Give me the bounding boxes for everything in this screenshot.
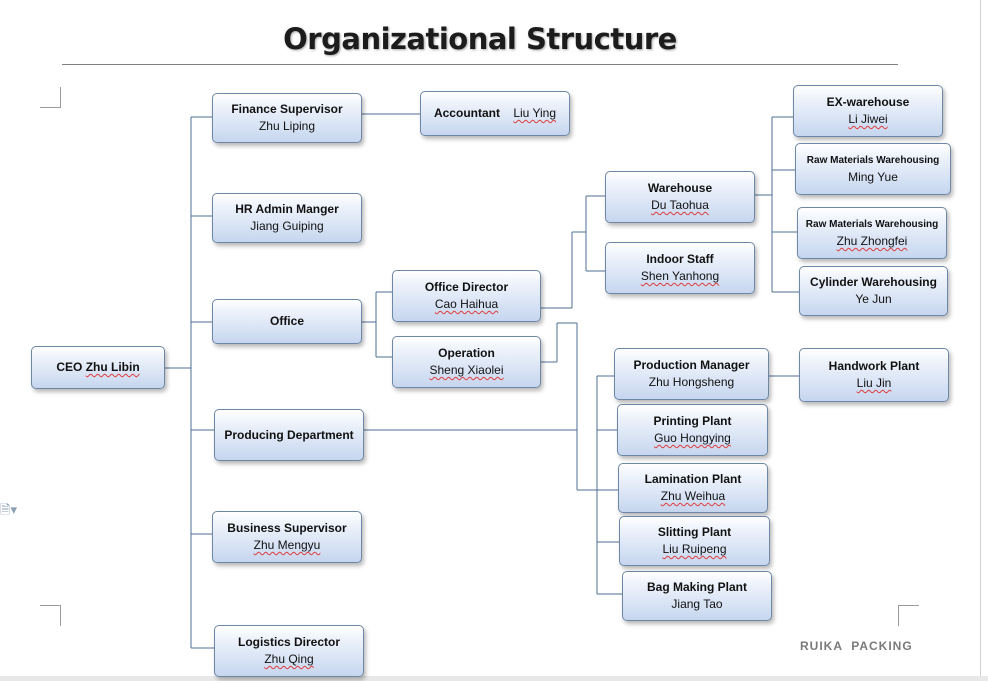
raw-materials-warehousing-1-name: Ming Yue [848,170,898,184]
bag-making-plant-name: Jiang Tao [671,597,723,611]
node-slitting-plant[interactable]: Slitting Plant Liu Ruipeng [619,516,770,566]
cylinder-warehousing-name: Ye Jun [855,292,892,306]
hr-admin-manager-name: Jiang Guiping [250,219,324,233]
indoor-staff-title: Indoor Staff [646,252,714,266]
warehouse-title: Warehouse [647,181,713,195]
business-supervisor-title: Business Supervisor [227,521,347,535]
connector-operation-branch [541,322,577,363]
hr-admin-manager-title: HR Admin Manger [235,202,339,216]
ex-warehouse-name: Li Jiwei [848,112,888,126]
printing-plant-title: Printing Plant [653,414,732,428]
slitting-plant-title: Slitting Plant [657,525,732,539]
printing-plant-name: Guo Hongying [654,431,731,445]
raw-materials-warehousing-2-name: Zhu Zhongfei [836,234,908,248]
ex-warehouse-title: EX-warehouse [826,95,910,109]
producing-department-title: Producing Department [224,427,354,442]
warehouse-name: Du Taohua [651,198,709,212]
operation-name: Sheng Xiaolei [429,363,504,377]
office-director-title: Office Director [424,280,509,294]
logistics-director-title: Logistics Director [237,635,341,649]
node-office[interactable]: Office [212,299,362,344]
office-director-name: Cao Haihua [434,297,499,311]
node-operation[interactable]: Operation Sheng Xiaolei [392,336,541,388]
node-bag-making-plant[interactable]: Bag Making Plant Jiang Tao [622,571,772,621]
node-printing-plant[interactable]: Printing Plant Guo Hongying [617,404,768,456]
margin-corner-top-left [40,87,61,108]
logistics-director-name: Zhu Qing [264,652,314,666]
node-producing-department[interactable]: Producing Department [214,409,364,461]
node-finance-supervisor[interactable]: Finance Supervisor Zhu Liping [212,93,362,143]
node-cylinder-warehousing[interactable]: Cylinder Warehousing Ye Jun [799,266,948,316]
node-warehouse[interactable]: Warehouse Du Taohua [605,171,755,223]
margin-corner-bottom-right [898,605,919,626]
node-logistics-director[interactable]: Logistics Director Zhu Qing [214,625,364,677]
bag-making-plant-title: Bag Making Plant [646,580,747,594]
ceo-label: CEO Zhu Libin [56,360,140,374]
indoor-staff-name: Shen Yanhong [640,269,720,283]
connector-office-branch [362,291,392,358]
node-production-manager[interactable]: Production Manager Zhu Hongsheng [614,348,769,400]
raw-materials-warehousing-2-title: Raw Materials Warehousing [805,219,939,230]
production-manager-title: Production Manager [633,358,750,372]
node-business-supervisor[interactable]: Business Supervisor Zhu Mengyu [212,511,362,563]
title-divider [62,64,898,65]
node-ex-warehouse[interactable]: EX-warehouse Li Jiwei [793,85,943,137]
slitting-plant-name: Liu Ruipeng [662,542,727,556]
node-indoor-staff[interactable]: Indoor Staff Shen Yanhong [605,242,755,294]
node-raw-materials-warehousing-1[interactable]: Raw Materials Warehousing Ming Yue [795,143,951,195]
raw-materials-warehousing-1-title: Raw Materials Warehousing [806,155,940,166]
accountant-label: Accountant Liu Ying [433,106,557,120]
handwork-plant-title: Handwork Plant [828,359,920,373]
page-right-edge [980,0,981,681]
node-accountant[interactable]: Accountant Liu Ying [420,91,570,136]
office-title: Office [269,314,304,328]
production-manager-name: Zhu Hongsheng [648,375,735,389]
node-raw-materials-warehousing-2[interactable]: Raw Materials Warehousing Zhu Zhongfei [797,207,947,259]
connector-warehouse-branch [755,116,799,293]
connector-director-branch [541,195,605,309]
company-watermark: RUIKA PACKING [800,639,913,653]
page-bottom-edge [0,676,988,681]
business-supervisor-name: Zhu Mengyu [253,538,321,552]
paste-options-icon[interactable]: 🗎▾ [0,502,17,517]
margin-corner-bottom-left [40,605,61,626]
lamination-plant-title: Lamination Plant [644,472,742,486]
node-handwork-plant[interactable]: Handwork Plant Liu Jin [799,348,949,402]
node-ceo[interactable]: CEO Zhu Libin [31,346,165,389]
connector-producing-branch [364,323,598,594]
cylinder-warehousing-title: Cylinder Warehousing [810,275,937,289]
finance-supervisor-title: Finance Supervisor [231,102,343,116]
page-title: Organizational Structure [283,22,677,56]
lamination-plant-name: Zhu Weihua [660,489,726,503]
operation-title: Operation [438,346,495,360]
node-lamination-plant[interactable]: Lamination Plant Zhu Weihua [618,463,768,513]
node-hr-admin-manager[interactable]: HR Admin Manger Jiang Guiping [212,193,362,243]
handwork-plant-name: Liu Jin [856,376,892,390]
finance-supervisor-name: Zhu Liping [258,119,316,133]
node-office-director[interactable]: Office Director Cao Haihua [392,270,541,322]
